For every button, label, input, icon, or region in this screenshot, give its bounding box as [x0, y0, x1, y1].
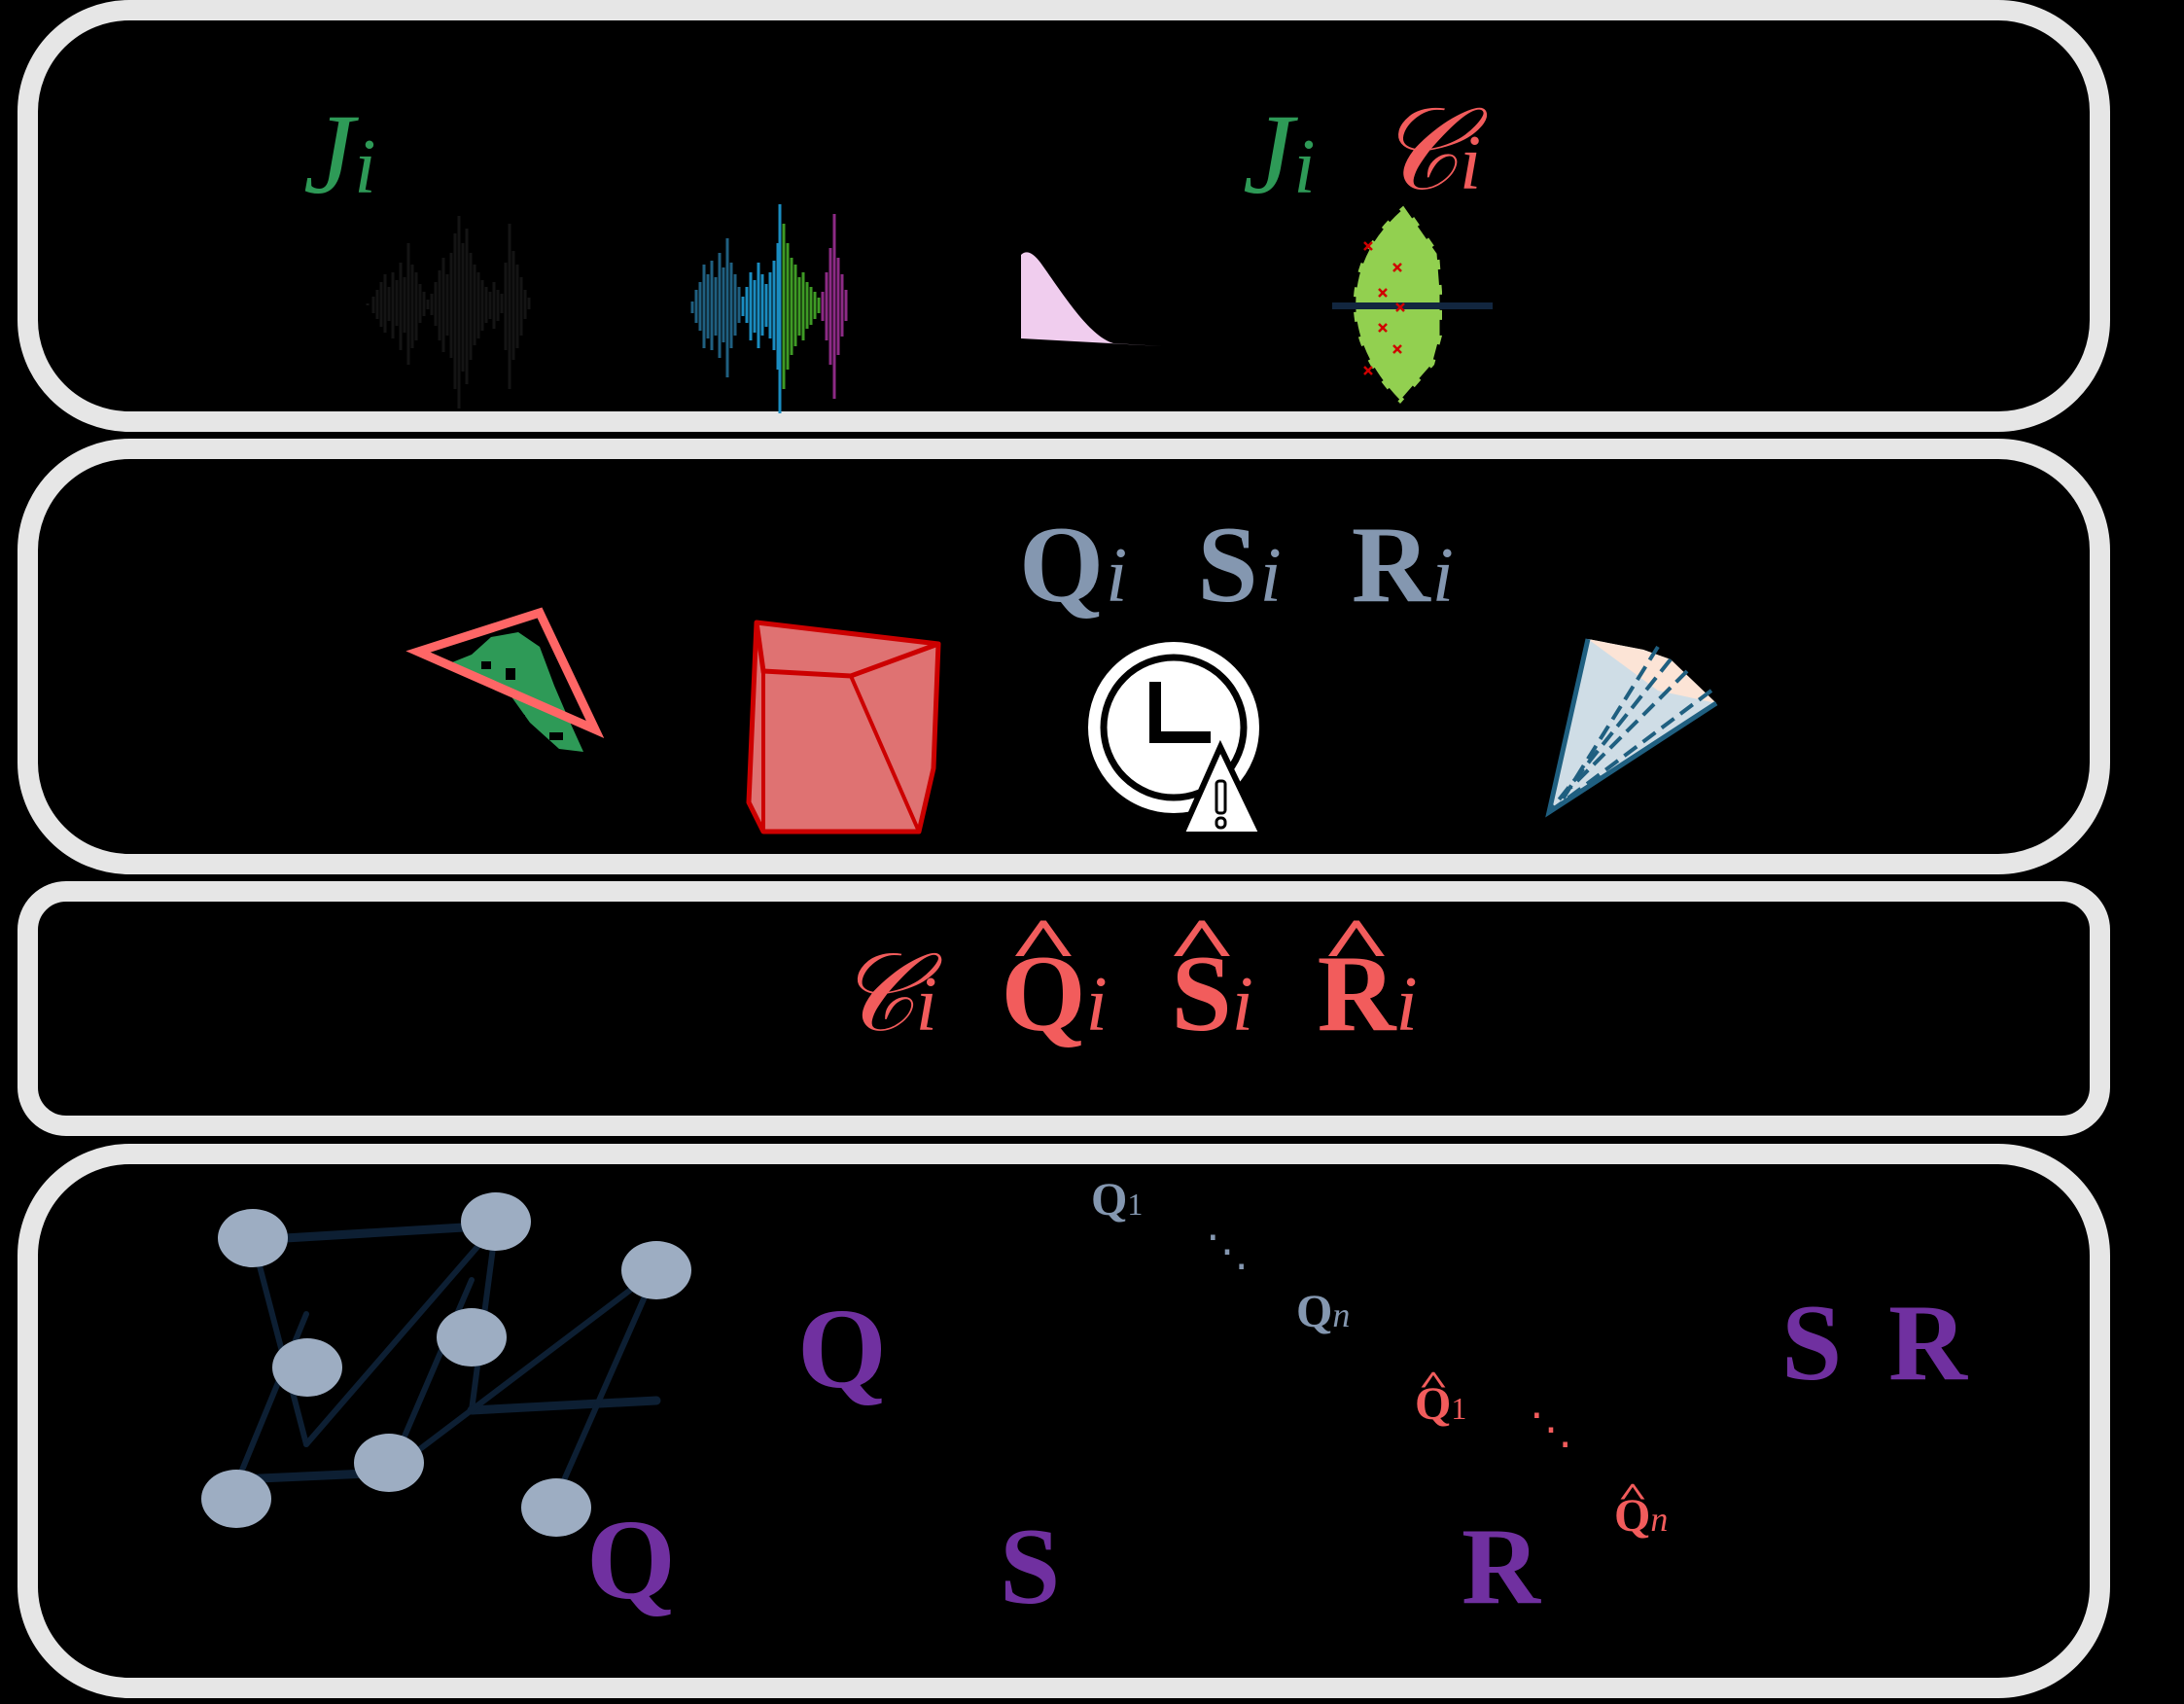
label-sub: n [1650, 1500, 1669, 1539]
label-main: Q [1002, 940, 1086, 1048]
conformal-set-leaf-icon [1332, 200, 1493, 408]
label-main: J [303, 90, 355, 218]
label-q-hat-n: Qn [1614, 1493, 1668, 1540]
label-c-i: 𝒞i [836, 934, 937, 1054]
label-main: R [1318, 940, 1396, 1048]
panel-geometry [18, 439, 2110, 874]
label-sub: i [1106, 533, 1130, 619]
skewed-distribution-icon [1021, 252, 1162, 346]
label-q-hat-i: Qi [1002, 934, 1108, 1054]
label-q-bottom: Q [586, 1496, 676, 1623]
label-sub: i [1293, 124, 1316, 210]
panel-signal-input [18, 0, 2110, 432]
label-q-i: Qi [1019, 505, 1129, 625]
label-q-mid: Q [797, 1285, 887, 1412]
label-main: S [1171, 940, 1231, 1048]
label-main: Q [1415, 1381, 1451, 1428]
polyhedron-icon [746, 620, 941, 834]
label-s-i: Si [1197, 505, 1284, 625]
label-sub: n [1332, 1296, 1351, 1334]
label-q-s-r-i: Qi Si Ri [1019, 511, 1456, 620]
label-q-1: Q1 [1091, 1177, 1143, 1224]
label-main: J [1243, 90, 1294, 218]
label-sub: i [1259, 533, 1284, 619]
label-s-hat-i: Si [1171, 934, 1253, 1054]
label-main: Q [1296, 1286, 1333, 1337]
label-sub: i [1431, 533, 1457, 619]
label-c-i: 𝒞i [1376, 93, 1481, 208]
label-j-i-left: Ji [303, 97, 376, 212]
label-sub: i [915, 962, 937, 1047]
label-sub: 1 [1127, 1187, 1144, 1222]
label-main: Q [1019, 505, 1107, 625]
label-r-i: Ri [1352, 505, 1456, 625]
ellipsis-dots-2: ⋱ [1530, 1404, 1572, 1454]
label-calibrated-set: 𝒞i Qi Si Ri [836, 939, 1418, 1048]
label-main: Q [1091, 1174, 1128, 1225]
label-sub: i [1460, 121, 1482, 206]
graph-nodes [201, 1192, 691, 1537]
label-s-right: S [1781, 1283, 1843, 1403]
label-sub: i [1395, 962, 1418, 1047]
label-sub: 1 [1451, 1391, 1467, 1426]
label-s-bottom: S [1000, 1507, 1061, 1627]
label-main: Q [1614, 1493, 1650, 1540]
label-r-hat-i: Ri [1318, 934, 1418, 1054]
label-main: S [1197, 505, 1260, 625]
clock-warning-icon [1088, 642, 1267, 837]
label-main: 𝒞 [1376, 87, 1461, 214]
graph-network-icon [201, 1192, 691, 1537]
label-j-i-right: Ji [1243, 97, 1316, 212]
audio-waveform-black-icon [366, 216, 531, 408]
label-r-right: R [1888, 1283, 1967, 1403]
label-sub: i [1085, 962, 1108, 1047]
label-main: R [1351, 505, 1432, 625]
label-q-n: Qn [1296, 1289, 1350, 1335]
label-sub: i [354, 124, 376, 210]
ellipsis-dots-1: ⋱ [1206, 1226, 1249, 1276]
audio-waveform-segmented-icon [690, 204, 848, 413]
label-main: 𝒞 [836, 934, 916, 1054]
label-r-bottom: R [1462, 1507, 1540, 1627]
label-q-hat-1: Q1 [1415, 1381, 1466, 1428]
triangle-region-icon [405, 607, 605, 752]
cone-icon [1545, 638, 1718, 818]
